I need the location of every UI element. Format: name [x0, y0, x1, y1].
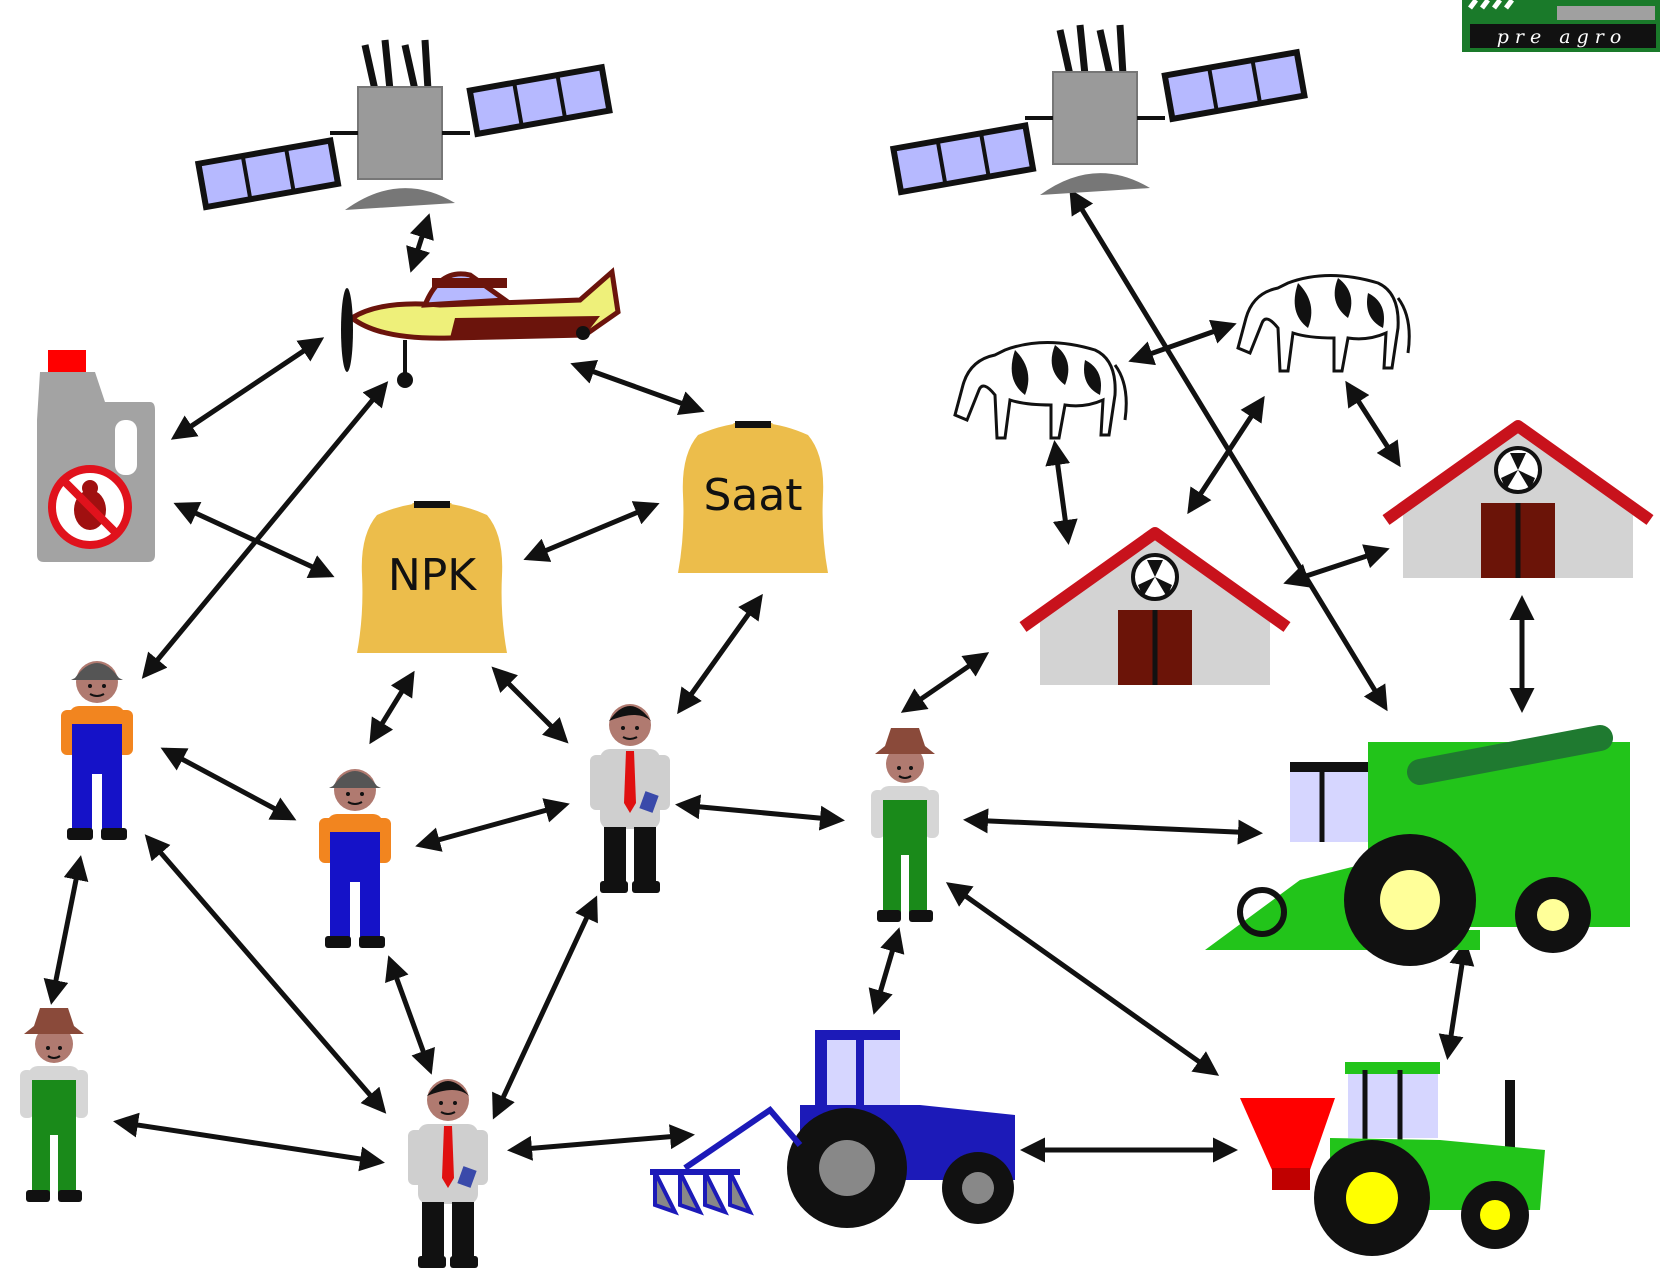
arrow-cow1-cow2 — [1128, 319, 1237, 366]
connection-arrows — [43, 188, 1535, 1172]
spreader-tractor-icon — [1240, 1062, 1545, 1256]
airplane-icon — [341, 267, 621, 388]
worker-icon-1 — [60, 660, 134, 841]
arrow-cow1-barn1 — [1045, 440, 1078, 545]
arrow-farmer2-spreader — [945, 882, 1220, 1076]
arrow-npk-advisor1 — [491, 666, 569, 744]
preagro-logo: pre agro — [1462, 0, 1660, 52]
cow-icon-2 — [1236, 274, 1411, 373]
seed-bag-label: Saat — [703, 470, 802, 521]
arrow-cow2-barn2 — [1345, 380, 1401, 468]
seed-bag-icon: Saat — [678, 421, 828, 573]
worker-icon-2 — [318, 768, 392, 949]
arrow-worker-advisor2 — [144, 834, 387, 1114]
arrow-farmer1-advisor2 — [113, 1112, 385, 1172]
arrow-npk-worker2 — [369, 670, 415, 745]
barn-icon-2 — [1386, 426, 1650, 578]
satellite-left-icon — [191, 40, 618, 211]
arrow-worker-farmer1 — [43, 855, 89, 1005]
tractor-icon — [650, 1030, 1015, 1228]
combine-harvester-icon — [1205, 725, 1630, 966]
barn-icon-1 — [1023, 533, 1287, 685]
arrow-worker2-advisor2 — [385, 955, 435, 1075]
arrow-plane-canister — [170, 337, 325, 440]
satellite-right-icon — [886, 25, 1313, 196]
fertilizer-bag-label: NPK — [388, 550, 477, 601]
arrow-npk-saat — [523, 501, 660, 562]
arrow-plane-worker — [141, 381, 389, 679]
cow-icon-1 — [953, 341, 1128, 440]
arrow-advisor1-farmer2 — [675, 794, 845, 831]
arrow-barn1-barn2 — [1283, 544, 1390, 588]
arrow-saat-advisor1 — [677, 593, 763, 715]
arrow-plane-seedbag — [570, 360, 705, 415]
fertilizer-bag-icon: NPK — [357, 501, 507, 653]
arrow-advisor2-tractor — [507, 1124, 695, 1161]
arrow-satellite-plane — [406, 213, 434, 273]
arrow-advisor1-advisor2 — [492, 895, 598, 1120]
pesticide-canister-icon — [37, 350, 155, 562]
farmer-icon-2 — [870, 727, 940, 923]
arrow-farmer2-tractor — [868, 927, 905, 1015]
advisor-icon-2 — [407, 1078, 489, 1269]
arrow-worker-worker2 — [160, 747, 297, 821]
arrow-worker2-advisor1 — [415, 798, 570, 852]
farmer-icon-1 — [19, 1007, 89, 1203]
advisor-icon-1 — [589, 703, 671, 894]
arrow-combine-spreader — [1438, 940, 1475, 1060]
logo-text: pre agro — [1497, 26, 1628, 48]
arrow-cow2-barn1 — [1187, 395, 1265, 515]
arrow-barn1-farmer2 — [900, 652, 990, 713]
arrow-farmer2-combine — [963, 808, 1263, 845]
